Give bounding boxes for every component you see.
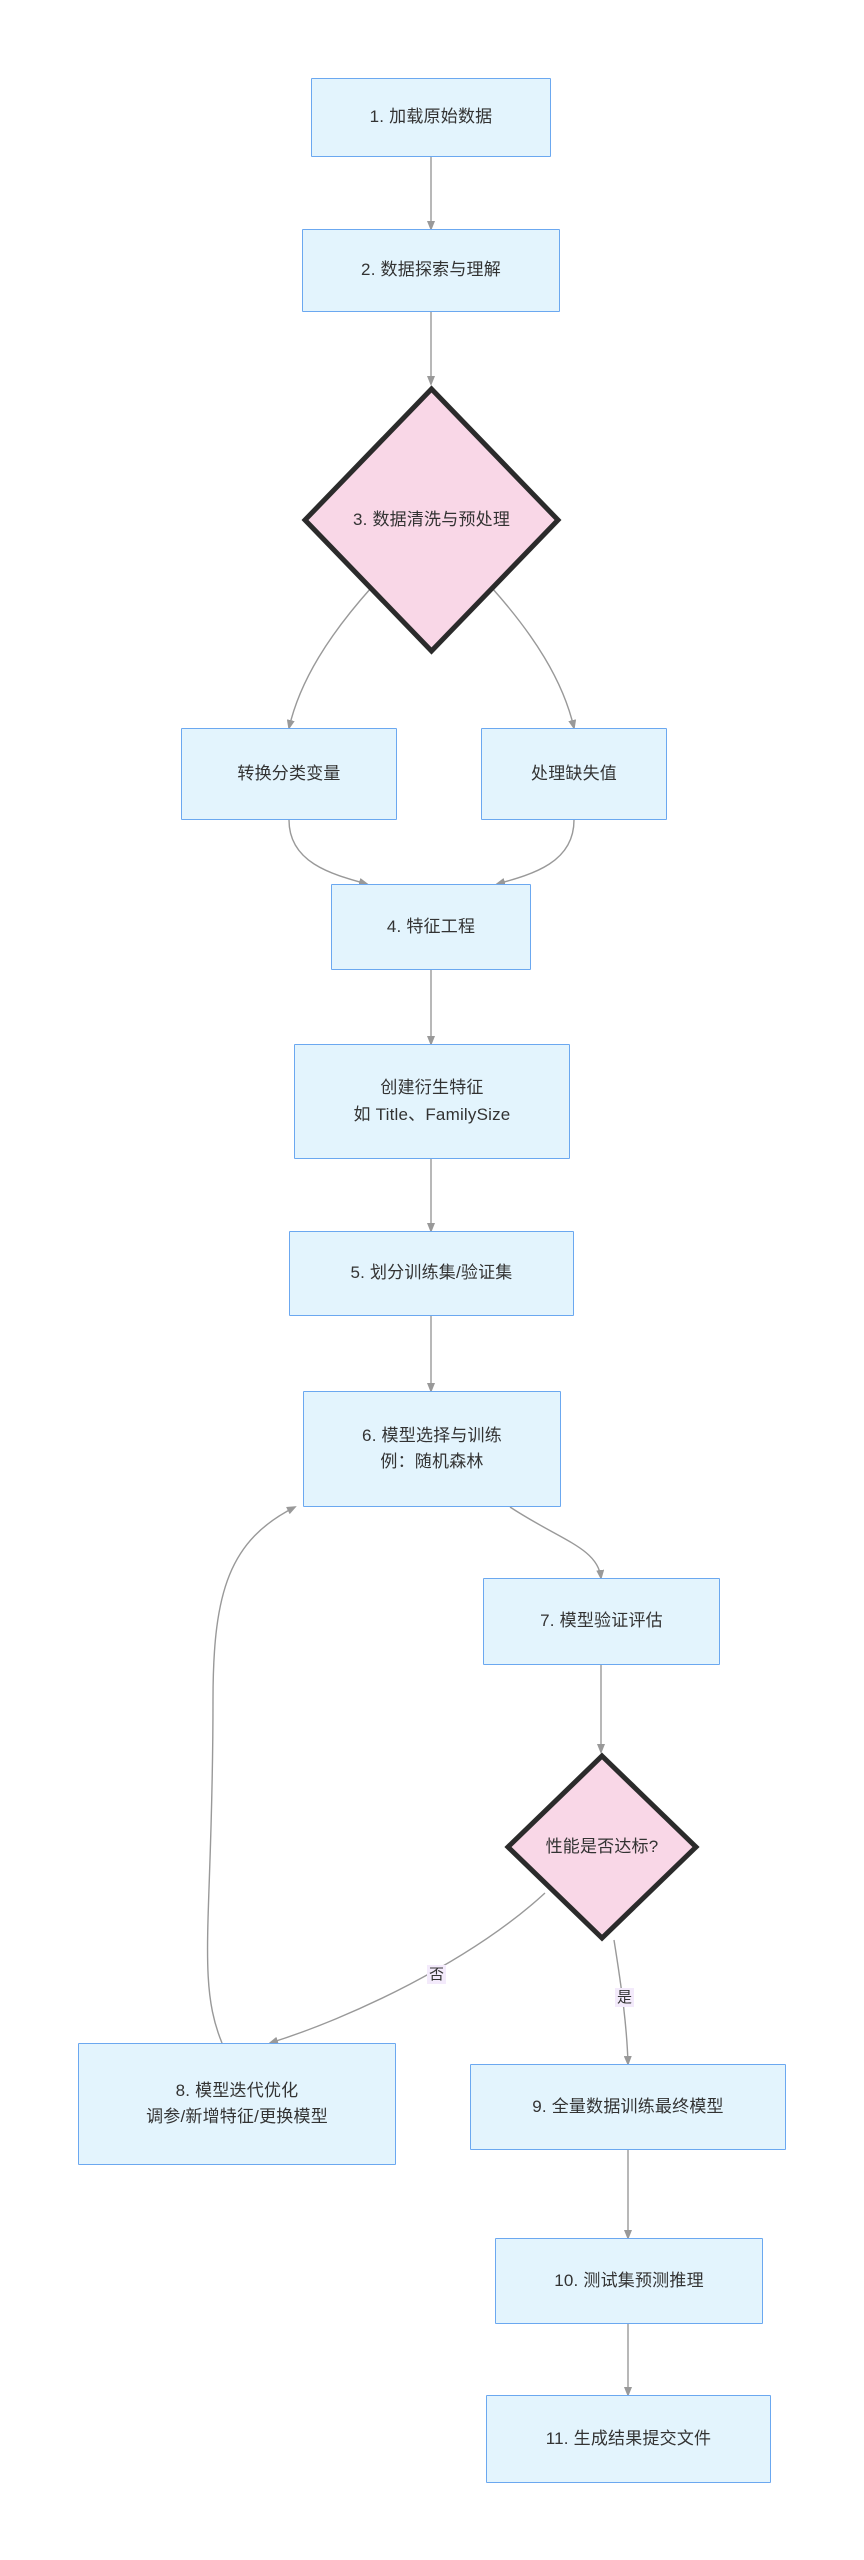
edge-n9-n6 xyxy=(206,1506,297,2044)
node-label: 9. 全量数据训练最终模型 xyxy=(532,2096,724,2116)
node-test-set-prediction[interactable]: 10. 测试集预测推理 xyxy=(495,2238,763,2324)
node-label: 转换分类变量 xyxy=(237,763,341,783)
node-label: 创建衍生特征 如 Title、FamilySize xyxy=(353,1078,511,1124)
node-label: 8. 模型迭代优化 调参/新增特征/更换模型 xyxy=(146,2080,328,2126)
node-data-exploration[interactable]: 2. 数据探索与理解 xyxy=(302,229,560,312)
diamond-shape-icon xyxy=(301,385,562,655)
node-performance-check[interactable]: 性能是否达标? xyxy=(504,1752,700,1942)
node-label: 2. 数据探索与理解 xyxy=(361,260,501,280)
node-model-iteration[interactable]: 8. 模型迭代优化 调参/新增特征/更换模型 xyxy=(78,2043,396,2165)
node-convert-categorical[interactable]: 转换分类变量 xyxy=(181,728,397,820)
edge-label-yes: 是 xyxy=(615,1988,635,2007)
node-model-validation[interactable]: 7. 模型验证评估 xyxy=(483,1578,720,1665)
node-label: 7. 模型验证评估 xyxy=(540,1611,663,1631)
edge-n6-n7 xyxy=(509,1506,605,1580)
edge-n3b-n4 xyxy=(495,819,575,886)
diamond-shape-icon xyxy=(504,1752,700,1942)
node-data-cleaning[interactable]: 3. 数据清洗与预处理 xyxy=(300,384,563,656)
node-create-derived-features[interactable]: 创建衍生特征 如 Title、FamilySize xyxy=(294,1044,570,1159)
node-generate-submission-file[interactable]: 11. 生成结果提交文件 xyxy=(486,2395,771,2483)
node-model-selection-training[interactable]: 6. 模型选择与训练 例：随机森林 xyxy=(303,1391,561,1507)
node-label: 1. 加载原始数据 xyxy=(369,107,493,127)
node-split-train-validation[interactable]: 5. 划分训练集/验证集 xyxy=(289,1231,574,1316)
node-label: 6. 模型选择与训练 例：随机森林 xyxy=(362,1425,502,1471)
node-label: 10. 测试集预测推理 xyxy=(554,2270,704,2290)
node-label: 处理缺失值 xyxy=(531,763,617,783)
edge-label-no: 否 xyxy=(427,1965,447,1984)
node-train-final-model[interactable]: 9. 全量数据训练最终模型 xyxy=(470,2064,786,2150)
node-label: 性能是否达标? xyxy=(545,1836,659,1856)
edge-n3a-n4 xyxy=(288,819,369,886)
node-feature-engineering[interactable]: 4. 特征工程 xyxy=(331,884,531,970)
node-label: 5. 划分训练集/验证集 xyxy=(350,1263,513,1283)
node-handle-missing-values[interactable]: 处理缺失值 xyxy=(481,728,667,820)
node-label: 3. 数据清洗与预处理 xyxy=(352,509,511,529)
node-label: 4. 特征工程 xyxy=(386,916,476,936)
node-load-raw-data[interactable]: 1. 加载原始数据 xyxy=(311,78,551,157)
node-label: 11. 生成结果提交文件 xyxy=(545,2428,712,2448)
